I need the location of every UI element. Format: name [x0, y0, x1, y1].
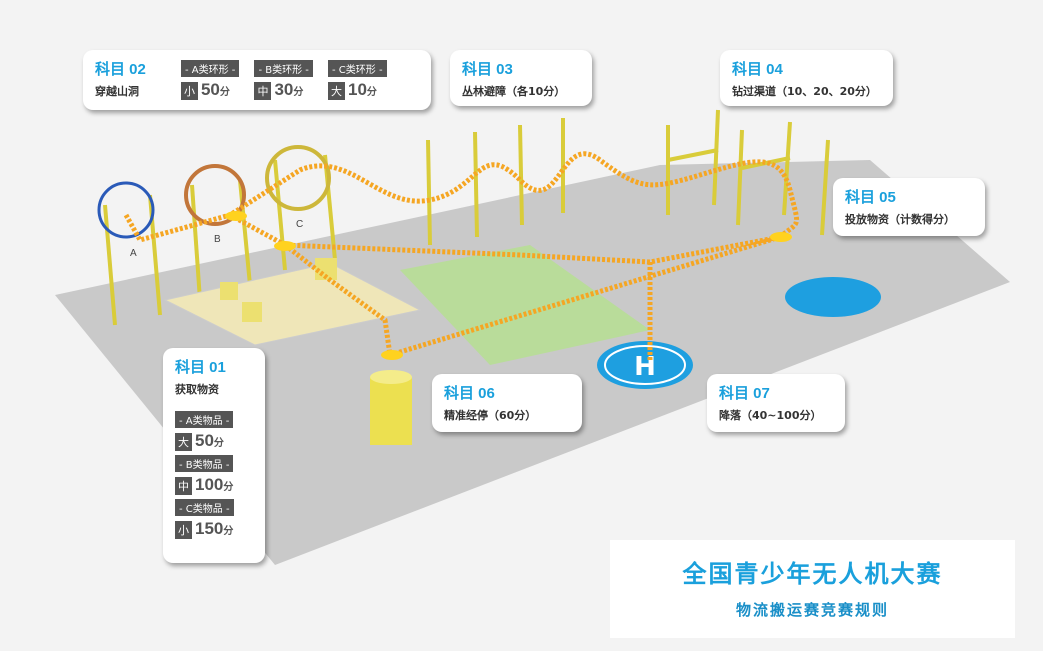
helipad-letter: H	[634, 352, 656, 382]
ring-type-tag: - A类环形 -	[180, 60, 240, 77]
banner-subtitle: 物流搬运赛竞赛规则	[735, 601, 889, 619]
waypoints	[225, 211, 792, 360]
points: 50	[200, 80, 220, 99]
subject-title: 科目 07	[719, 385, 770, 402]
ring-a	[97, 181, 155, 239]
subject-desc: 钻过渠道（10、20、20分）	[732, 85, 877, 98]
cylinder	[370, 377, 412, 445]
callout-subject-04: 科目 04 钻过渠道（10、20、20分）	[720, 50, 893, 106]
cylinder-top	[370, 370, 412, 384]
helipad	[597, 341, 693, 389]
helipad-ring	[604, 345, 686, 385]
points-unit: 分	[219, 87, 230, 98]
points: 150	[195, 519, 224, 538]
ring-label-c: C	[296, 219, 304, 230]
ring-type-tag: - C类环形 -	[328, 60, 387, 77]
floor	[55, 160, 1010, 565]
points-unit: 分	[223, 526, 234, 537]
size-badge: 中	[175, 477, 192, 495]
size-badge: 大	[175, 433, 192, 451]
callout-subject-07: 科目 07 降落（40~100分）	[707, 374, 845, 432]
drop-target-circle	[785, 277, 881, 317]
size-badge: 小	[180, 82, 198, 100]
points: 10	[348, 80, 367, 99]
box-small	[220, 282, 238, 300]
ring-type-tag: - B类环形 -	[254, 60, 313, 77]
subject-title: 科目 05	[845, 189, 896, 206]
subject-title: 科目 03	[462, 61, 513, 78]
subject-title: 科目 04	[732, 61, 783, 78]
subject-title: 科目 01	[175, 359, 226, 376]
title-banner: 全国青少年无人机大赛 物流搬运赛竞赛规则	[610, 540, 1015, 638]
box-medium	[242, 302, 262, 322]
item-type-tag: - B类物品 -	[175, 455, 234, 472]
callout-subject-03: 科目 03 丛林避障（各10分）	[450, 50, 592, 106]
ring-b	[184, 164, 246, 226]
subject-desc: 穿越山洞	[95, 85, 139, 98]
table	[163, 262, 422, 346]
subject-desc: 精准经停（60分）	[444, 409, 537, 422]
ring-label-b: B	[214, 234, 221, 245]
callout-subject-05: 科目 05 投放物资（计数得分）	[833, 178, 985, 236]
points: 50	[195, 431, 214, 450]
subject-desc: 投放物资（计数得分）	[845, 213, 955, 226]
points-unit: 分	[223, 482, 234, 493]
subject-desc: 获取物资	[175, 383, 219, 396]
item-type-tag: - A类物品 -	[175, 411, 234, 428]
subject-desc: 丛林避障（各10分）	[462, 85, 566, 98]
subject-title: 科目 02	[95, 61, 146, 78]
points-unit: 分	[213, 438, 224, 449]
banner-title: 全国青少年无人机大赛	[682, 560, 943, 588]
subject-desc: 降落（40~100分）	[719, 409, 822, 422]
callout-subject-06: 科目 06 精准经停（60分）	[432, 374, 582, 432]
size-badge: 小	[175, 521, 192, 539]
flight-path	[123, 151, 800, 360]
points: 30	[274, 80, 294, 99]
size-badge: 中	[254, 82, 272, 100]
points-unit: 分	[366, 87, 377, 98]
ring-label-a: A	[130, 248, 137, 259]
points: 100	[195, 475, 224, 494]
ring-c	[265, 145, 331, 211]
size-badge: 大	[328, 82, 345, 100]
subject-title: 科目 06	[444, 385, 495, 402]
item-type-tag: - C类物品 -	[175, 499, 234, 516]
points-unit: 分	[293, 87, 304, 98]
